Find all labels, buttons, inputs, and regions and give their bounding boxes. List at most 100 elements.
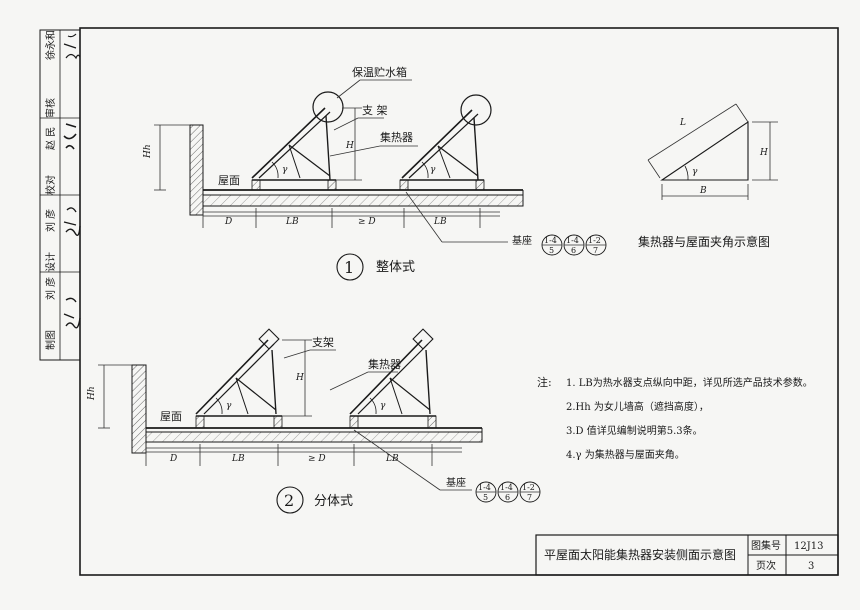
h-label: H bbox=[759, 148, 768, 158]
reference-top: 1-4 bbox=[500, 483, 513, 492]
reference-top: 1-4 bbox=[544, 236, 557, 245]
d-label: D bbox=[224, 217, 232, 227]
base-label: 基座 bbox=[446, 476, 466, 489]
reference-bottom: 6 bbox=[505, 493, 510, 502]
page-label: 页次 bbox=[756, 559, 776, 572]
set-number-label: 图集号 bbox=[751, 539, 781, 552]
header-box bbox=[258, 328, 280, 350]
h-label: H bbox=[295, 373, 304, 383]
reference-top: 1-2 bbox=[588, 236, 601, 245]
note-item: 4.γ 为集热器与屋面夹角。 bbox=[566, 448, 685, 461]
note-item: 1. LB为热水器支点纵向中距，详见所选产品技术参数。 bbox=[566, 376, 813, 389]
drawing-title: 平屋面太阳能集热器安装侧面示意图 bbox=[544, 547, 736, 562]
reference-bottom: 7 bbox=[527, 493, 532, 502]
signoff-label: 制图 bbox=[44, 330, 57, 350]
gamma-label: γ bbox=[692, 167, 698, 177]
base-reference-group: 1-451-461-27 bbox=[541, 234, 607, 256]
note-item: 2.Hh 为女儿墙高（遮挡高度）， bbox=[566, 400, 709, 413]
spacing-dimensions: D LB ≥ D LB bbox=[202, 208, 500, 228]
base-block bbox=[349, 415, 359, 429]
roof-slab bbox=[145, 431, 483, 443]
page-value: 3 bbox=[808, 561, 814, 572]
base-block bbox=[273, 415, 283, 429]
signoff-label: 赵 民 bbox=[44, 127, 57, 150]
spacing-dimensions: D LB ≥ D LB bbox=[145, 444, 462, 466]
bracket-label: 支 架 bbox=[362, 104, 388, 117]
parapet-wall bbox=[131, 364, 147, 454]
angle-diagram: L H B γ 集热器与屋面夹角示意图 bbox=[638, 103, 778, 249]
h-label: H bbox=[345, 141, 354, 151]
signature-scribble bbox=[63, 207, 81, 236]
hh-label: Hh bbox=[143, 144, 153, 159]
title-block: 平屋面太阳能集热器安装侧面示意图 图集号 12J13 页次 3 bbox=[535, 534, 839, 576]
signoff-label: 徐永和 bbox=[44, 30, 57, 60]
reference-bottom: 5 bbox=[483, 493, 488, 502]
signoff-label: 审核 bbox=[44, 98, 57, 118]
angle-triangle bbox=[660, 120, 749, 181]
d-label: D bbox=[169, 454, 177, 464]
collector-label: 集热器 bbox=[380, 130, 413, 144]
collector-unit: γ bbox=[195, 328, 283, 429]
reference-bottom: 6 bbox=[571, 246, 576, 255]
b-label: B bbox=[699, 186, 707, 196]
base-block bbox=[475, 179, 485, 191]
base-block bbox=[251, 179, 261, 191]
angle-caption: 集热器与屋面夹角示意图 bbox=[638, 234, 770, 249]
gamma-label: γ bbox=[226, 401, 232, 411]
notes-block: 注: 1. LB为热水器支点纵向中距，详见所选产品技术参数。 2.Hh 为女儿墙… bbox=[537, 375, 813, 461]
collector-label: 集热器 bbox=[368, 357, 401, 371]
notes-lead: 注: bbox=[537, 375, 552, 389]
diagram-number-circle bbox=[336, 253, 364, 281]
base-block bbox=[195, 415, 205, 429]
reference-bottom: 5 bbox=[549, 246, 554, 255]
water-tank bbox=[312, 91, 344, 123]
roof-label: 屋面 bbox=[218, 174, 240, 187]
diagram-number: 2 bbox=[284, 491, 294, 510]
set-number-value: 12J13 bbox=[794, 541, 823, 552]
roof-slab bbox=[202, 194, 524, 207]
gd-label: ≥ D bbox=[358, 217, 376, 227]
signoff-label: 刘 彦 bbox=[44, 277, 57, 300]
lb-label: LB bbox=[433, 217, 447, 227]
signoff-label: 校对 bbox=[44, 175, 57, 195]
reference-top: 1-4 bbox=[478, 483, 491, 492]
water-tank bbox=[460, 94, 492, 126]
diagram-caption: 分体式 bbox=[314, 494, 353, 509]
diagram-number-circle bbox=[276, 486, 304, 514]
base-reference-group: 1-451-461-27 bbox=[475, 481, 541, 503]
gamma-label: γ bbox=[380, 401, 386, 411]
gamma-label: γ bbox=[282, 165, 288, 175]
gamma-label: γ bbox=[430, 165, 436, 175]
lb-label: LB bbox=[385, 454, 399, 464]
collector-unit: γ bbox=[251, 91, 344, 191]
reference-top: 1-2 bbox=[522, 483, 535, 492]
header-box bbox=[412, 328, 434, 350]
signature-scribble bbox=[63, 297, 81, 329]
signoff-label: 刘 彦 bbox=[44, 209, 57, 232]
parapet-wall bbox=[189, 124, 204, 216]
sheet-frame bbox=[79, 27, 839, 576]
lb-label: LB bbox=[285, 217, 299, 227]
diagram-split: Hh γ γ bbox=[87, 328, 541, 514]
bracket-label: 支架 bbox=[312, 336, 334, 349]
diagram-caption: 整体式 bbox=[376, 260, 415, 275]
collector-unit: γ bbox=[399, 94, 492, 191]
signature-scribble bbox=[63, 123, 77, 150]
diagram-number: 1 bbox=[344, 258, 354, 277]
collector-unit: γ bbox=[349, 328, 437, 429]
gd-label: ≥ D bbox=[308, 454, 326, 464]
roof-label: 屋面 bbox=[160, 410, 182, 423]
note-item: 3.D 值详见编制说明第5.3条。 bbox=[566, 424, 703, 437]
tank-label: 保温贮水箱 bbox=[352, 65, 407, 79]
hh-label: Hh bbox=[87, 386, 97, 401]
signature-scribble bbox=[63, 33, 81, 60]
lb-label: LB bbox=[231, 454, 245, 464]
reference-top: 1-4 bbox=[566, 236, 579, 245]
l-label: L bbox=[679, 118, 686, 128]
base-label: 基座 bbox=[512, 234, 532, 247]
base-block bbox=[327, 179, 337, 191]
base-block bbox=[399, 179, 409, 191]
